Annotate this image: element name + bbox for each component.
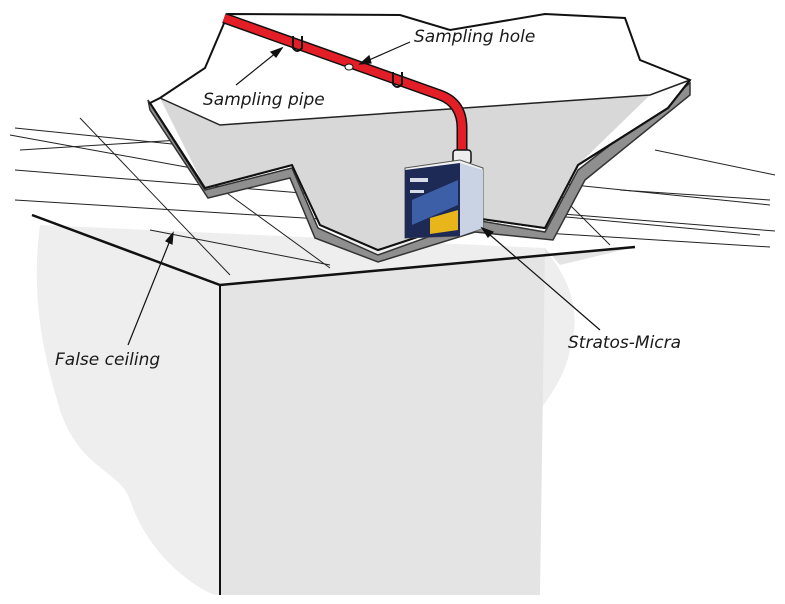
pipe-clip-icon <box>392 72 403 88</box>
smoke-detector-icon <box>404 159 484 239</box>
wall-face <box>220 255 540 595</box>
leader-lines <box>127 41 601 346</box>
pipe-clip-icon <box>292 36 303 52</box>
label-stratos-micra: Stratos-Micra <box>568 333 682 353</box>
slab-ridge <box>159 79 691 126</box>
label-false-ceiling: False ceiling <box>55 350 161 370</box>
sampling-hole-icon <box>344 63 354 71</box>
slab-side <box>147 81 691 263</box>
false-ceiling-edge <box>31 213 636 287</box>
label-sampling-hole: Sampling hole <box>414 27 536 47</box>
sampling-pipe-fill <box>222 14 466 152</box>
label-sampling-pipe: Sampling pipe <box>203 90 325 110</box>
